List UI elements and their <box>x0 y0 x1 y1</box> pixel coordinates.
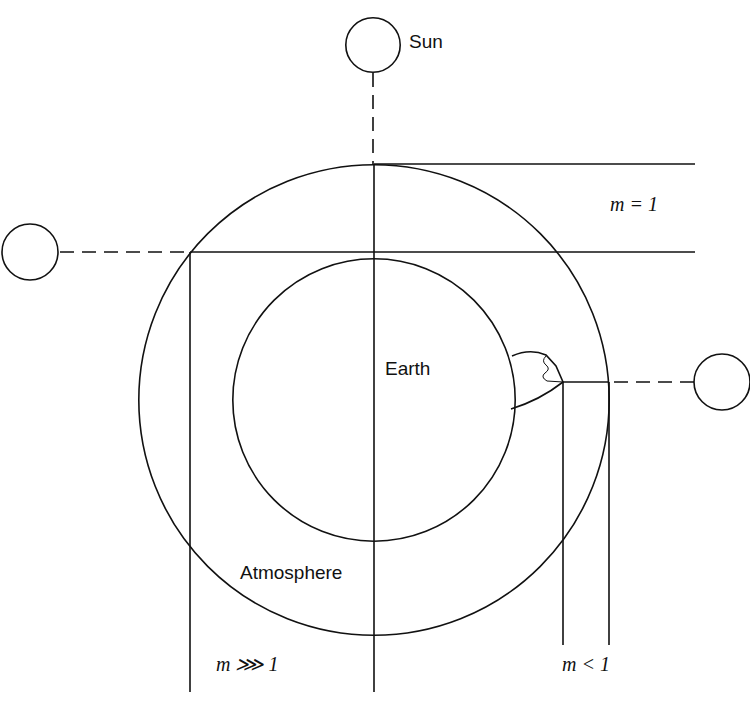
sun-horizon-symbol <box>2 224 58 280</box>
zenith-line <box>373 164 375 692</box>
sun-circle: Sun <box>345 17 401 73</box>
path-extent-line <box>189 252 191 692</box>
air-mass-label: m = 1 <box>608 192 660 216</box>
sun-ray-dashed <box>60 251 190 253</box>
mountain-symbol <box>511 352 563 409</box>
atmosphere-top-line <box>374 163 695 165</box>
atmosphere-circle: Atmosphere Earth <box>138 164 610 636</box>
sun-ray-dashed <box>373 73 374 164</box>
circle-outline <box>138 164 610 636</box>
node-label: Earth <box>385 358 430 381</box>
node-label: Atmosphere <box>240 562 342 585</box>
mountain-slope <box>543 356 563 382</box>
path-extent-line <box>562 382 564 645</box>
circle-outline <box>232 258 516 542</box>
sun-ray-dashed <box>609 381 694 383</box>
air-mass-label: m ⋙ 1 <box>214 652 280 676</box>
horizontal-path-line <box>190 251 695 253</box>
node-label: Sun <box>409 31 443 54</box>
sun-low-symbol <box>694 354 750 410</box>
air-mass-label: m < 1 <box>560 652 612 676</box>
circle-outline <box>345 17 401 73</box>
earth-circle: Earth <box>232 258 516 542</box>
short-path-line <box>563 381 609 383</box>
